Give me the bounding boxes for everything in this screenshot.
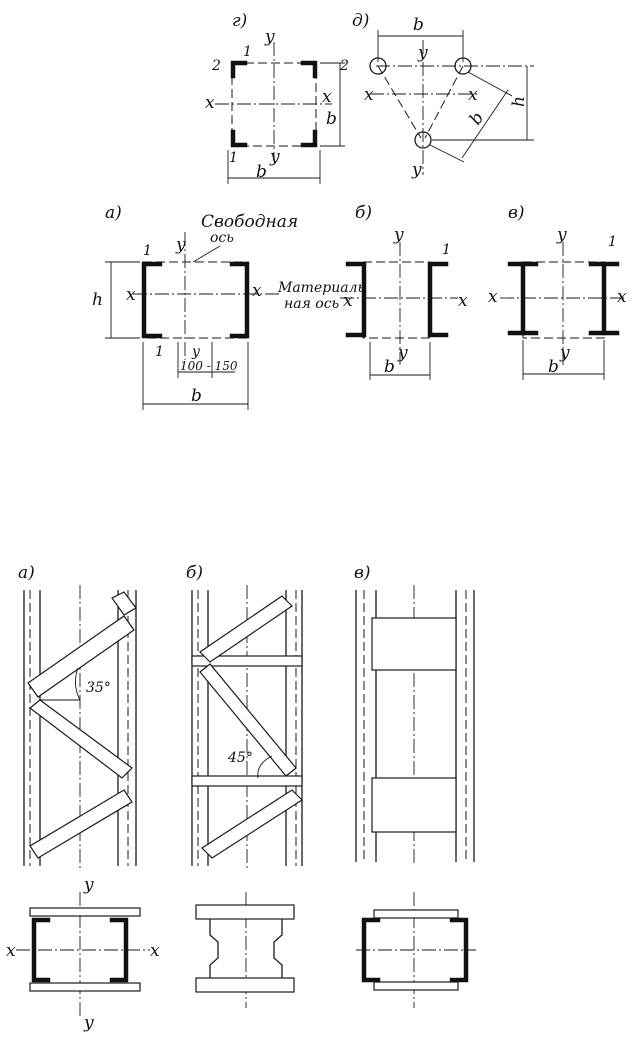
bottom-a-y-bottom: y: [83, 1013, 94, 1033]
figure-a-channels: а) Свободная ось 1 y h x x Материаль ная…: [92, 203, 365, 410]
figure-b-channels: б) y 1 x x y b: [340, 203, 468, 380]
bottom-section-b: [195, 892, 295, 1008]
figure-d-x-left: x: [364, 85, 374, 105]
figure-v-x-right: x: [617, 287, 627, 307]
figure-g-1-top: 1: [243, 44, 252, 60]
figure-v-b: b: [548, 357, 559, 377]
figure-b-y-bottom: y: [397, 343, 408, 363]
figure-b-1: 1: [442, 242, 451, 258]
figure-a-y-bottom: y: [191, 344, 201, 360]
free-axis-line2: ось: [210, 230, 234, 246]
figure-d-b-top: b: [413, 15, 424, 35]
figure-g-square-angles: г) y 1 2 2 x x b 1 y b: [205, 11, 349, 184]
bottom-b-lattice-column: б) 45°: [186, 563, 303, 868]
material-axis-line2: ная ось: [284, 296, 339, 312]
figure-v-y-bottom: y: [559, 343, 570, 363]
figure-a-y-top: y: [175, 235, 186, 255]
figure-a-1-bottom: 1: [155, 344, 164, 360]
figure-a-x-left: x: [126, 285, 136, 305]
bottom-a-x-right: x: [150, 941, 160, 961]
bottom-a-label: а): [18, 563, 35, 583]
figure-d-h: h: [509, 96, 529, 107]
figure-d-b-slant: b: [466, 108, 489, 128]
figure-a-h: h: [92, 290, 103, 310]
figure-g-1-bottom: 1: [229, 150, 238, 166]
figure-a-x-right: x: [252, 281, 262, 301]
bottom-a-lattice-column: а) 35°: [18, 563, 137, 868]
bottom-b-angle: 45°: [227, 750, 253, 766]
figure-g-b-bottom: b: [256, 162, 267, 182]
bottom-a-y-top: y: [83, 875, 94, 895]
figure-b-b: b: [384, 357, 395, 377]
bottom-a-angle: 35°: [86, 680, 111, 696]
material-axis-line1: Материаль: [277, 280, 365, 296]
figure-g-2-left: 2: [211, 58, 221, 74]
figure-a-1-top: 1: [143, 243, 152, 259]
figure-g-2-right: 2: [339, 58, 349, 74]
figure-b-x-left: x: [343, 291, 353, 311]
figure-a-gap: 100 - 150: [180, 359, 238, 373]
figure-d-triangle: д) b y x x h b y: [352, 11, 534, 180]
figure-g-x-left: x: [205, 93, 215, 113]
bottom-b-label: б): [186, 563, 203, 583]
bottom-section-v: [356, 892, 476, 1008]
figure-d-x-right: x: [468, 85, 478, 105]
figure-b-x-right: x: [458, 291, 468, 311]
figure-g-y-top: y: [264, 27, 275, 47]
free-axis-line1: Свободная: [201, 212, 298, 232]
figure-g-label: г): [232, 11, 247, 31]
figure-g-x-right: x: [322, 87, 332, 107]
bottom-section-a: y x x y: [6, 875, 160, 1033]
figure-d-y-top: y: [417, 43, 428, 63]
figure-b-label: б): [355, 203, 372, 223]
figure-a-b: b: [191, 386, 202, 406]
figure-v-x-left: x: [488, 287, 498, 307]
figure-g-y-bottom: y: [269, 147, 280, 167]
bottom-a-x-left: x: [6, 941, 16, 961]
figure-a-label: а): [105, 203, 122, 223]
bottom-v-label: в): [354, 563, 371, 583]
figure-b-y-top: y: [393, 225, 404, 245]
figure-v-label: в): [508, 203, 525, 223]
figure-v-1: 1: [608, 234, 617, 250]
bottom-v-batten-column: в): [354, 563, 475, 866]
figure-d-y-bottom: y: [411, 160, 422, 180]
figure-g-b-side: b: [326, 109, 337, 129]
figure-d-label: д): [352, 11, 369, 31]
figure-v-ibeams: в) y 1 x x y b: [488, 203, 627, 380]
figure-v-y-top: y: [556, 225, 567, 245]
